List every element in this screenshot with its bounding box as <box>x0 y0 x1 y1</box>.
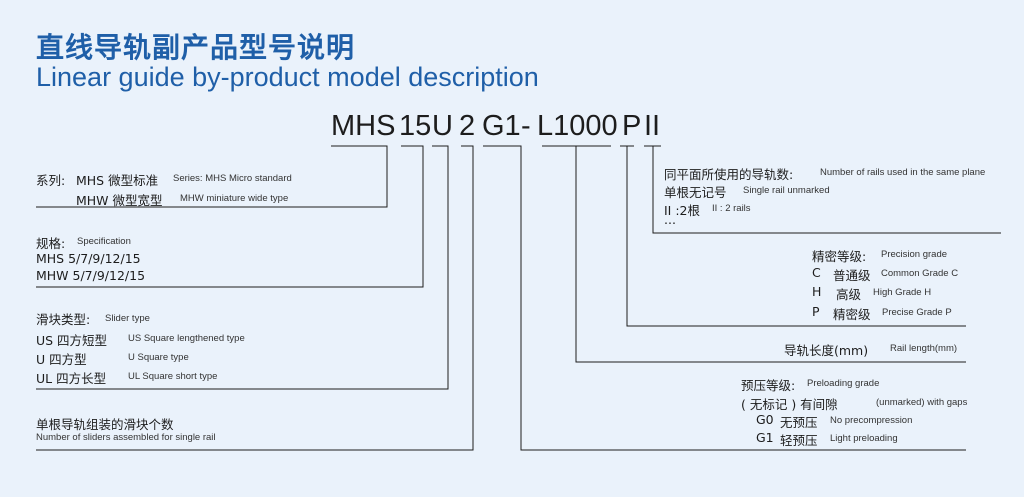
code-dash: - <box>521 110 531 142</box>
precision-p-en: Precise Grade P <box>882 307 952 318</box>
precision-p-code: P <box>812 304 820 319</box>
preload-unmarked-en: (unmarked) with gaps <box>876 397 968 408</box>
preload-g1-en: Light preloading <box>830 433 898 444</box>
precision-h-code: H <box>812 284 822 299</box>
rails-single-cn: 单根无记号 <box>664 185 727 200</box>
spec-mhw: MHW 5/7/9/12/15 <box>36 268 146 283</box>
series-mhw-en: MHW miniature wide type <box>180 193 289 204</box>
line-grade <box>620 145 966 327</box>
length-label-en: Rail length(mm) <box>890 343 958 354</box>
line-preload <box>483 145 966 451</box>
precision-p-cn: 精密级 <box>833 307 871 322</box>
precision-label-cn: 精密等级: <box>812 249 867 264</box>
series-mhs-cn: MHS 微型标准 <box>76 173 159 188</box>
slider-label-cn: 滑块类型: <box>36 312 91 327</box>
spec-label-en: Specification <box>77 236 131 247</box>
preload-g1-cn: 轻预压 <box>780 433 818 448</box>
code-preload: G1 <box>482 110 521 142</box>
line-block <box>36 145 449 390</box>
code-rails: II <box>644 110 661 142</box>
series-label: 系列: <box>36 173 66 188</box>
code-qty: 2 <box>459 110 476 142</box>
code-grade: P <box>622 110 642 142</box>
spec-label-cn: 规格: <box>36 236 66 251</box>
code-block: U <box>432 110 453 142</box>
rails-more: ... <box>664 212 676 227</box>
preload-g0-cn: 无预压 <box>780 415 818 430</box>
rails-two-cn: II :2根 <box>664 203 701 218</box>
preload-unmarked-cn: ( 无标记 ) 有间隙 <box>741 397 838 412</box>
precision-h-cn: 高级 <box>836 287 862 302</box>
precision-c-en: Common Grade C <box>881 268 959 279</box>
line-size <box>36 145 424 288</box>
line-series <box>36 145 388 208</box>
line-qty <box>36 145 474 451</box>
precision-h-en: High Grade H <box>873 287 932 298</box>
qty-label-en: Number of sliders assembled for single r… <box>36 432 216 443</box>
line-length <box>542 145 966 363</box>
preload-g1-code: G1 <box>756 430 774 445</box>
qty-label-cn: 单根导轨组装的滑块个数 <box>36 417 174 432</box>
length-label-cn: 导轨长度(mm) <box>784 343 869 358</box>
slider-us-en: US Square lengthened type <box>128 333 245 344</box>
precision-c-cn: 普通级 <box>833 268 871 283</box>
series-mhw-cn: MHW 微型宽型 <box>76 193 163 208</box>
code-length: L1000 <box>537 110 618 142</box>
rails-two-en: II : 2 rails <box>712 203 751 214</box>
spec-mhs: MHS 5/7/9/12/15 <box>36 251 141 266</box>
code-size: 15 <box>399 110 432 142</box>
preload-g0-en: No precompression <box>830 415 913 426</box>
preload-label-cn: 预压等级: <box>741 378 796 393</box>
title-en: Linear guide by-product model descriptio… <box>36 62 539 92</box>
rails-single-en: Single rail unmarked <box>743 185 830 196</box>
slider-ul-cn: UL 四方长型 <box>36 371 107 386</box>
slider-ul-en: UL Square short type <box>128 371 218 382</box>
series-mhs-en: Series: MHS Micro standard <box>173 173 292 184</box>
line-rails <box>644 145 1001 234</box>
preload-g0-code: G0 <box>756 412 774 427</box>
slider-u-en: U Square type <box>128 352 189 363</box>
precision-c-code: C <box>812 265 821 280</box>
slider-label-en: Slider type <box>105 313 150 324</box>
title-cn: 直线导轨副产品型号说明 <box>36 31 356 64</box>
slider-u-cn: U 四方型 <box>36 352 87 367</box>
precision-label-en: Precision grade <box>881 249 948 260</box>
preload-label-en: Preloading grade <box>807 378 880 389</box>
rails-label-cn: 同平面所使用的导轨数: <box>664 167 794 182</box>
slider-us-cn: US 四方短型 <box>36 333 108 348</box>
code-series: MHS <box>331 110 396 142</box>
rails-label-en: Number of rails used in the same plane <box>820 167 986 178</box>
